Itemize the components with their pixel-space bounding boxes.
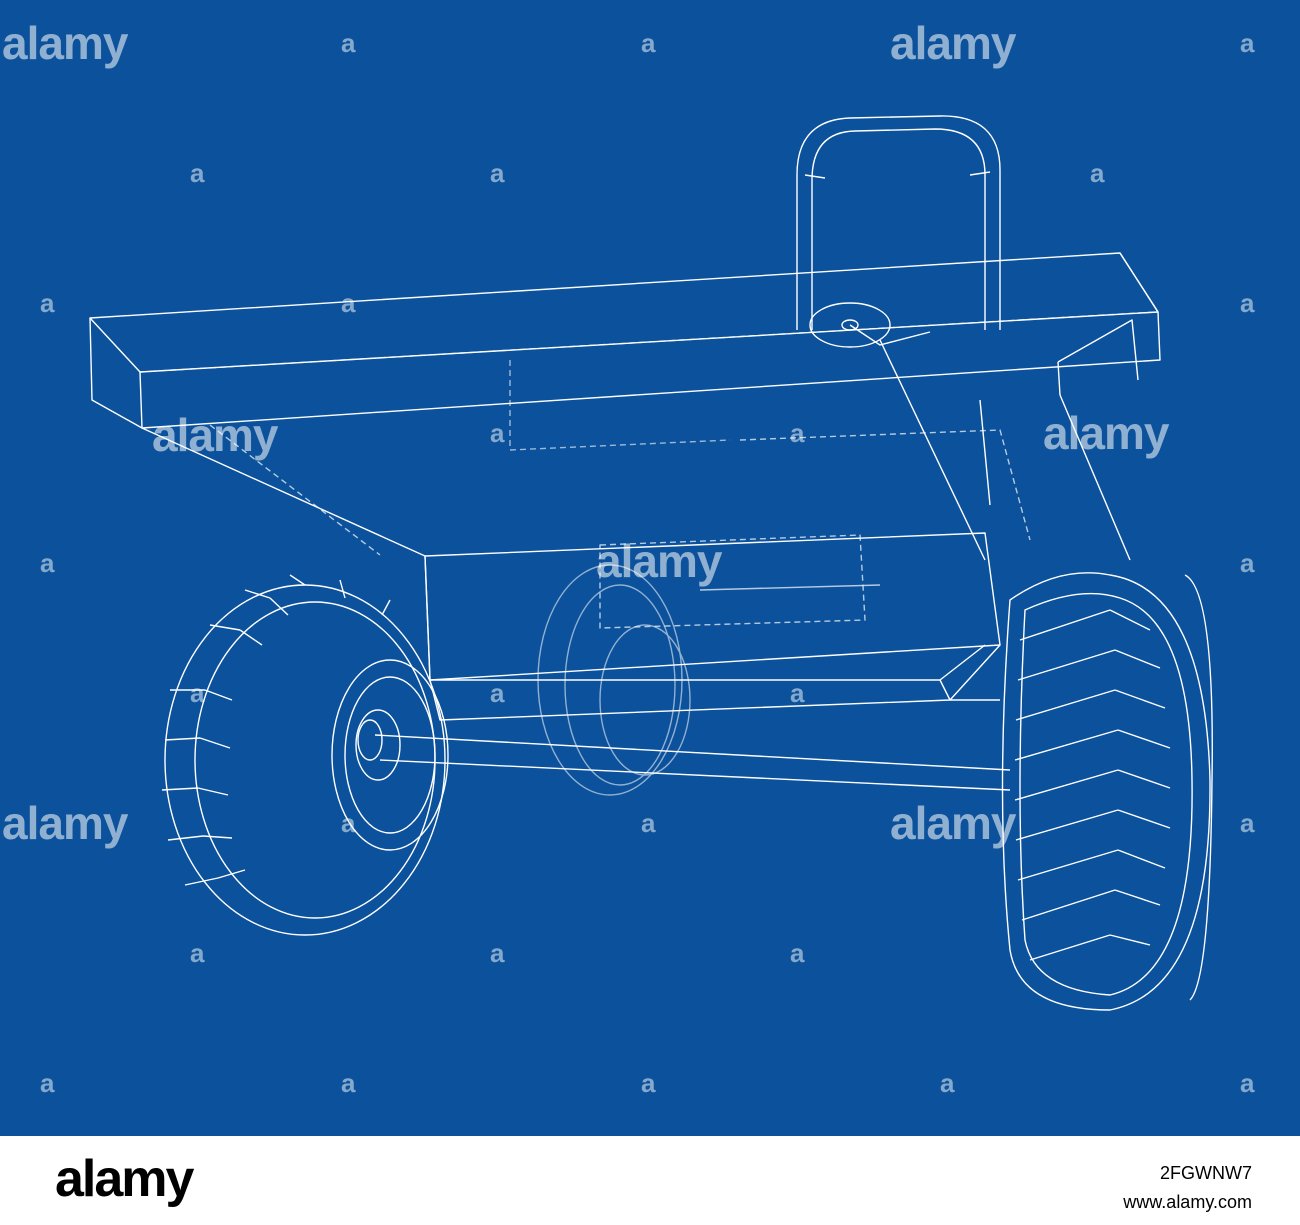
watermark: alamy bbox=[2, 797, 128, 849]
watermark: a bbox=[1240, 288, 1255, 318]
watermark: a bbox=[190, 158, 205, 188]
watermark: alamy bbox=[152, 409, 278, 461]
watermark: a bbox=[341, 28, 356, 58]
roll-bar bbox=[796, 115, 1001, 330]
watermark: a bbox=[641, 808, 656, 838]
watermark: a bbox=[790, 938, 805, 968]
watermark: a bbox=[341, 1068, 356, 1098]
watermark: a bbox=[641, 1068, 656, 1098]
wheel-right bbox=[1001, 572, 1213, 1011]
watermark: a bbox=[1240, 548, 1255, 578]
wheel-rear-hidden bbox=[537, 564, 691, 796]
watermark: a bbox=[1240, 28, 1255, 58]
watermark: alamy bbox=[890, 17, 1016, 69]
chassis bbox=[424, 360, 1031, 721]
wheel-front-left bbox=[161, 574, 449, 936]
watermark: a bbox=[190, 678, 205, 708]
footer-logo: alamy bbox=[55, 1150, 194, 1208]
watermark: a bbox=[40, 288, 55, 318]
watermark: alamy bbox=[1043, 407, 1169, 459]
watermark: a bbox=[490, 418, 505, 448]
watermark: a bbox=[790, 418, 805, 448]
watermark: a bbox=[490, 158, 505, 188]
watermark: a bbox=[490, 938, 505, 968]
dump-bucket bbox=[89, 252, 1161, 561]
watermark: a bbox=[1240, 808, 1255, 838]
steering-wheel bbox=[809, 302, 931, 348]
watermark: alamy bbox=[596, 535, 722, 587]
watermark: a bbox=[40, 1068, 55, 1098]
watermark: alamy bbox=[2, 17, 128, 69]
watermark: a bbox=[190, 938, 205, 968]
watermark: a bbox=[1240, 1068, 1255, 1098]
watermark: a bbox=[341, 288, 356, 318]
footer-url: www.alamy.com bbox=[1123, 1192, 1252, 1212]
watermark: a bbox=[40, 548, 55, 578]
image-id: 2FGWNW7 bbox=[1160, 1163, 1252, 1183]
image-canvas: alamy alamy alamy alamy alamy alamy alam… bbox=[0, 0, 1300, 1136]
watermark: a bbox=[341, 808, 356, 838]
footer-bar bbox=[0, 1136, 1300, 1225]
watermark: a bbox=[790, 678, 805, 708]
watermark: a bbox=[641, 28, 656, 58]
axle bbox=[374, 734, 1011, 791]
watermark: a bbox=[490, 678, 505, 708]
watermark: alamy bbox=[890, 797, 1016, 849]
watermark: a bbox=[1090, 158, 1105, 188]
dumper-wireframe bbox=[89, 115, 1213, 1011]
watermark: a bbox=[940, 1068, 955, 1098]
